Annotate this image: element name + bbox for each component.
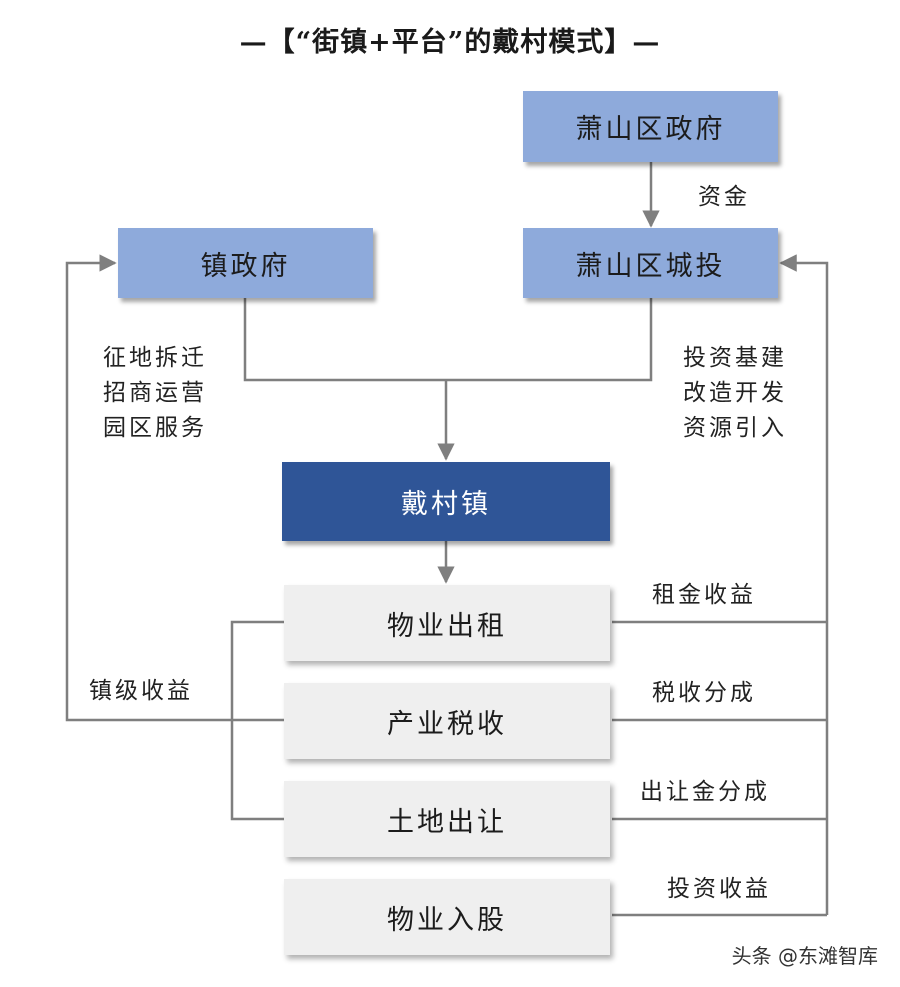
node-xiaoshan-gov: 萧山区政府 — [523, 91, 778, 162]
label-invest-income: 投资收益 — [667, 876, 771, 902]
node-property-equity: 物业入股 — [284, 879, 610, 955]
label-rent-income: 租金收益 — [652, 582, 756, 608]
node-xiaoshan-chengtou: 萧山区城投 — [523, 228, 778, 298]
node-daicun: 戴村镇 — [282, 462, 610, 541]
label-chengtou-roles: 投资基建 改造开发 资源引入 — [683, 341, 787, 446]
label-transfer-share: 出让金分成 — [640, 779, 770, 805]
label-town-gov-roles: 征地拆迁 招商运营 园区服务 — [103, 341, 207, 446]
town-gov-role: 征地拆迁 — [103, 345, 207, 371]
watermark: 头条 @东滩智库 — [731, 944, 878, 968]
node-land-transfer: 土地出让 — [284, 781, 610, 857]
label-town-income: 镇级收益 — [89, 678, 193, 704]
node-industry-tax: 产业税收 — [284, 683, 610, 759]
diagram-title: —【“街镇+平台”的戴村模式】— — [239, 27, 661, 58]
merge-line — [243, 298, 653, 382]
node-town-gov: 镇政府 — [118, 228, 373, 298]
town-gov-role: 园区服务 — [103, 415, 207, 441]
label-tax-share: 税收分成 — [652, 680, 756, 706]
chengtou-role: 投资基建 — [683, 345, 787, 371]
label-funds: 资金 — [698, 184, 750, 210]
chengtou-role: 资源引入 — [683, 415, 787, 441]
town-gov-role: 招商运营 — [103, 380, 207, 406]
arrow-town-income — [65, 254, 232, 722]
chengtou-role: 改造开发 — [683, 380, 787, 406]
arrow-return-chengtou — [779, 254, 829, 915]
node-property-rent: 物业出租 — [284, 585, 610, 661]
